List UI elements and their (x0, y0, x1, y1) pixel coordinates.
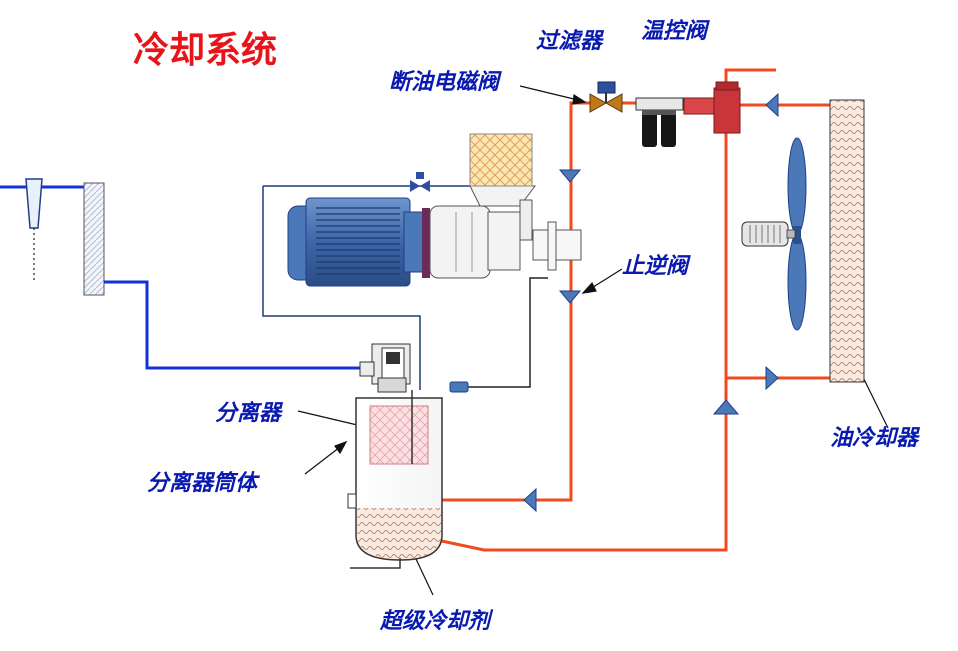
control-lines (262, 185, 488, 390)
solenoid-label: 断油电磁阀 (389, 69, 502, 95)
small-valve-top (410, 172, 430, 192)
thermostatic-valve (683, 81, 741, 134)
control-line-black (468, 277, 548, 388)
air-line (104, 280, 362, 370)
oil-lines (398, 68, 830, 552)
sight-glass (449, 381, 469, 393)
filter-label: 过滤器 (536, 29, 605, 54)
oil-filter (635, 97, 684, 147)
thermo-valve-label: 温控阀 (641, 19, 710, 44)
separator-tank-label: 分离器筒体 (147, 470, 261, 496)
check-valve-label: 止逆阀 (622, 253, 691, 279)
intake-valve (359, 343, 411, 393)
separator-tank (347, 390, 443, 569)
electric-motor (287, 197, 430, 287)
diagram-title: 冷却系统 (133, 30, 277, 71)
flow-arrows (523, 92, 779, 513)
air-compressor (429, 185, 582, 279)
coolant-label: 超级冷却剂 (379, 608, 494, 634)
oil-solenoid-valve (589, 81, 623, 113)
cooling-fan (741, 137, 807, 331)
separator-label: 分离器 (215, 400, 284, 426)
air-intake-box (469, 133, 533, 187)
oil-cooler (829, 99, 865, 383)
oil-cooler-label: 油冷却器 (830, 426, 921, 451)
air-intake-filter (0, 178, 105, 296)
